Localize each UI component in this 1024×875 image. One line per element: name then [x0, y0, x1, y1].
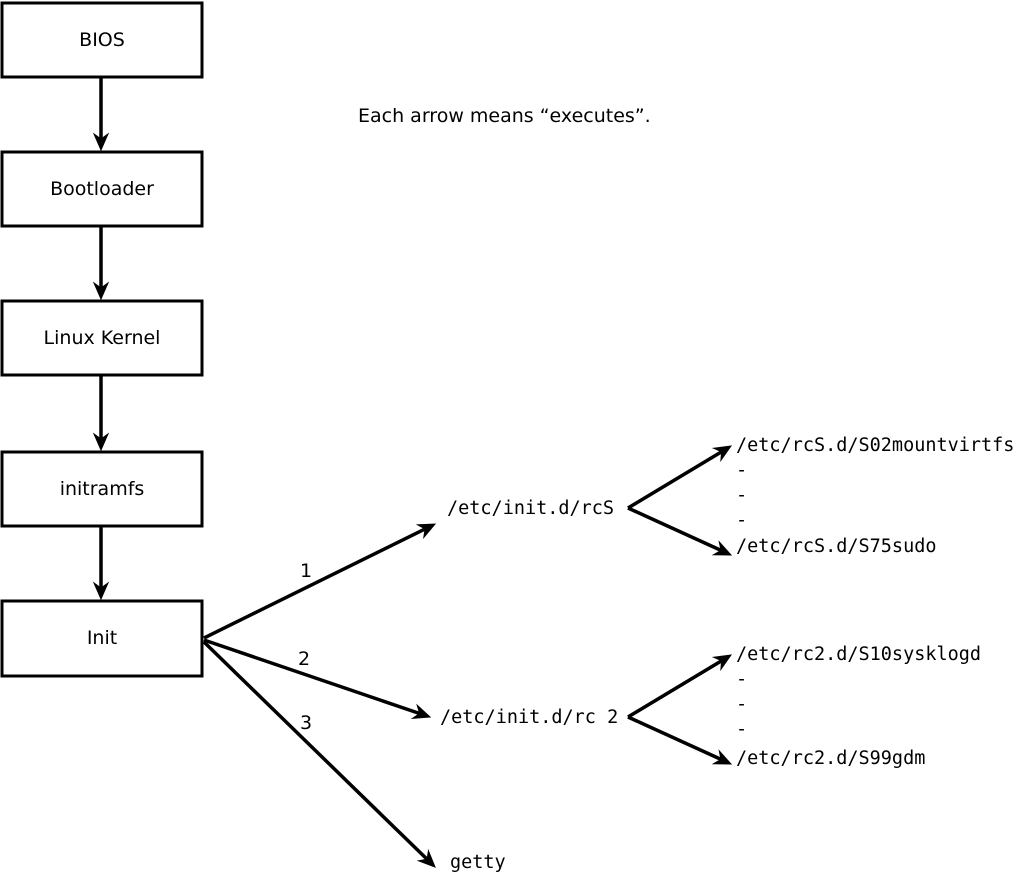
- arrowhead-icon: [711, 749, 733, 765]
- arrow-rc2-to-S99: [627, 715, 733, 765]
- arrow-init-to-rc2: [203, 638, 432, 720]
- arrow-rcS-to-S02: [627, 445, 733, 510]
- arrowhead-icon: [711, 445, 733, 463]
- arrowhead-icon: [410, 703, 432, 720]
- arrow-shaft: [627, 506, 722, 552]
- rcS-child-item: /etc/rcS.d/S02mountvirtfs: [736, 435, 1014, 456]
- arrow-shaft: [203, 638, 421, 716]
- arrow-kernel-to-initramfs: [92, 375, 110, 452]
- bios-box: [0, 1, 204, 79]
- arrow-shaft: [203, 527, 426, 640]
- branch-2-target: /etc/init.d/rc 2: [440, 707, 618, 728]
- branch-3-target: getty: [450, 852, 506, 873]
- arrow-bios-to-bootloader: [92, 77, 110, 152]
- rcS-child-item: -: [736, 510, 747, 531]
- arrow-rcS-to-S75: [627, 506, 733, 556]
- arrow-init-to-rcS: [203, 523, 437, 640]
- arrow-shaft: [627, 450, 723, 510]
- rcS-child-item: -: [736, 485, 747, 506]
- branch-2-order: 2: [298, 648, 310, 670]
- arrow-rc2-to-S10: [627, 654, 733, 719]
- rc2-child-item: /etc/rc2.d/S10sysklogd: [736, 644, 981, 665]
- arrowhead-icon: [416, 848, 436, 868]
- arrowhead-icon: [92, 432, 110, 452]
- arrow-meaning-note: Each arrow means “executes”.: [358, 105, 651, 127]
- arrow-shaft: [627, 659, 723, 719]
- arrowhead-icon: [415, 523, 437, 540]
- rcS-child-item: /etc/rcS.d/S75sudo: [736, 536, 936, 557]
- box-init: Init: [0, 599, 204, 678]
- bios-label: BIOS: [79, 29, 125, 51]
- box-initramfs: initramfs: [0, 450, 204, 528]
- linux-kernel-label: Linux Kernel: [44, 327, 161, 349]
- arrow-shaft: [627, 715, 722, 761]
- box-bios: BIOS: [0, 1, 204, 79]
- branch-3-order: 3: [300, 712, 312, 734]
- arrowhead-icon: [92, 581, 110, 601]
- arrowhead-icon: [711, 540, 733, 556]
- bootloader-box: [0, 150, 204, 228]
- init-label: Init: [87, 627, 117, 649]
- bootloader-label: Bootloader: [50, 178, 154, 200]
- rc2-child-item: -: [736, 694, 747, 715]
- box-linux-kernel: Linux Kernel: [0, 299, 204, 377]
- rc2-child-item: /etc/rc2.d/S99gdm: [736, 748, 925, 769]
- arrowhead-icon: [711, 654, 733, 672]
- branch-1-order: 1: [300, 560, 312, 582]
- arrow-bootloader-to-kernel: [92, 226, 110, 301]
- init-box: [0, 599, 204, 678]
- box-bootloader: Bootloader: [0, 150, 204, 228]
- initramfs-box: [0, 450, 204, 528]
- arrowhead-icon: [92, 281, 110, 301]
- rc2-child-item: -: [736, 669, 747, 690]
- rc2-child-item: -: [736, 719, 747, 740]
- branch-1-target: /etc/init.d/rcS: [447, 498, 614, 519]
- arrowhead-icon: [92, 132, 110, 152]
- arrow-shaft: [202, 640, 429, 861]
- initramfs-label: initramfs: [60, 478, 145, 500]
- arrow-init-to-getty: [202, 640, 436, 868]
- rcS-child-item: -: [736, 460, 747, 481]
- arrow-initramfs-to-init: [92, 526, 110, 601]
